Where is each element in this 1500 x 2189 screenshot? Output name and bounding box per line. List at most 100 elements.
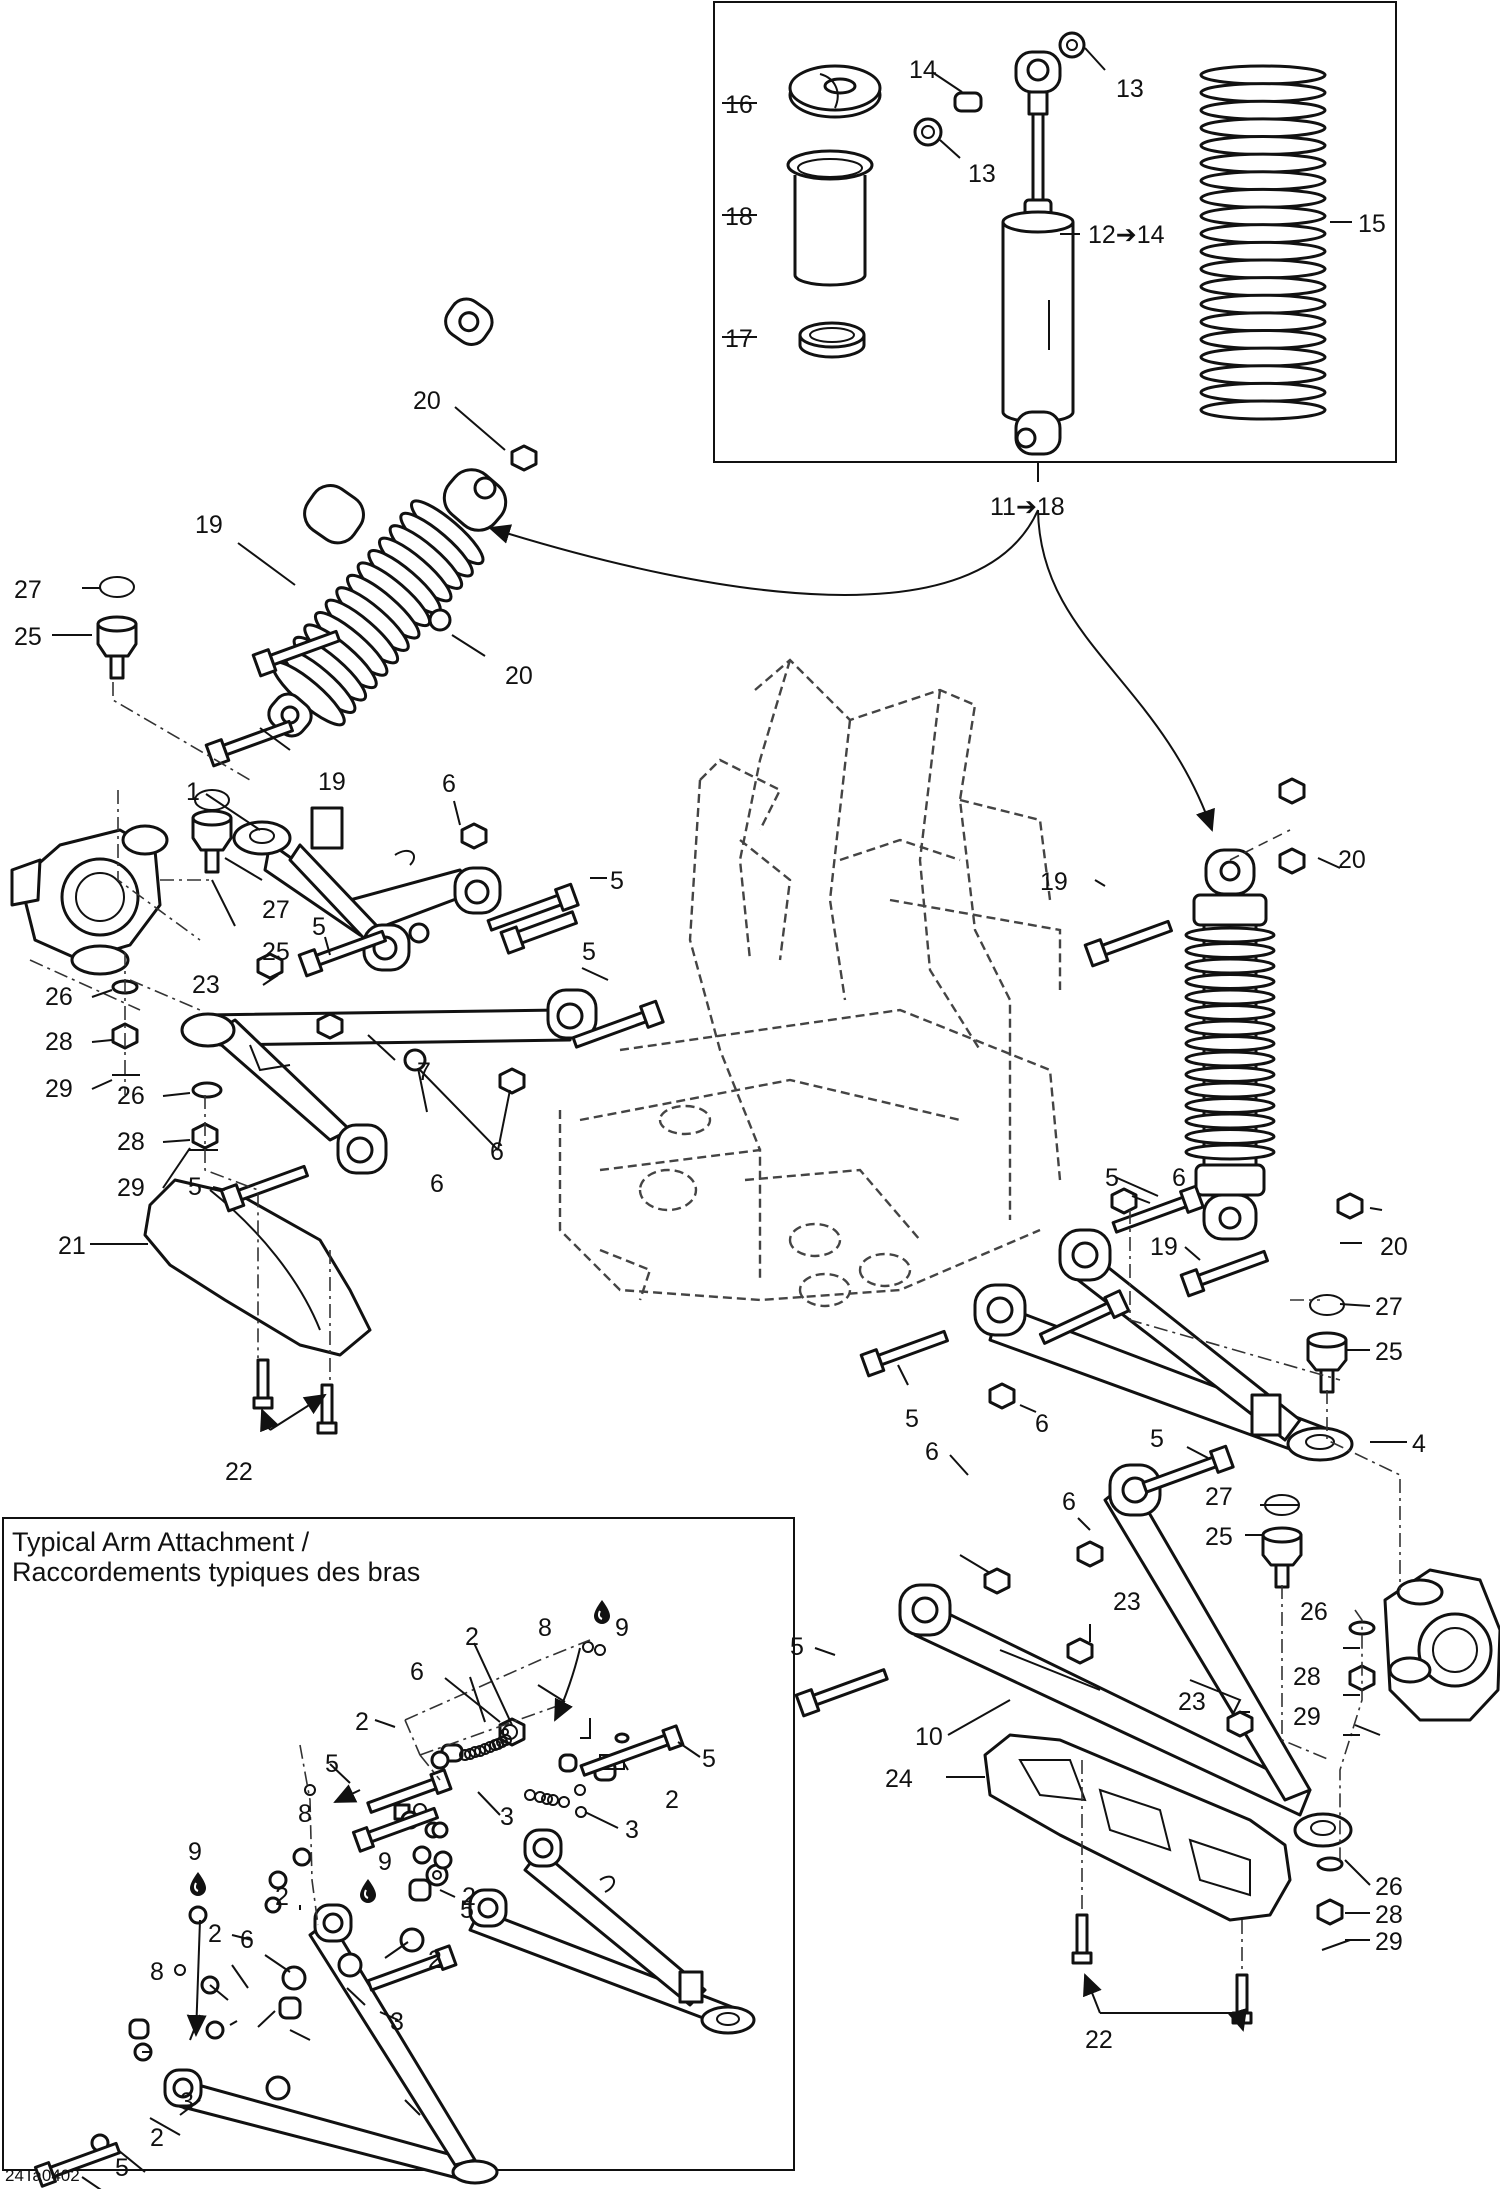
callout-26-b: 26 [117,1082,145,1110]
callout-28-d: 28 [1375,1901,1403,1929]
callout-5-f: 5 [905,1405,919,1433]
callout-27-c: 27 [1375,1293,1403,1321]
callout-16: 16 [725,91,753,119]
callout-28-b: 28 [117,1128,145,1156]
callout-10: 10 [915,1723,943,1751]
inset-callout-5-a: 5 [702,1745,716,1773]
callout-22-b: 22 [1085,2026,1113,2054]
inset-callout-5-c: 5 [460,1896,474,1924]
callout-20-d: 20 [1380,1233,1408,1261]
callout-leader-lines [52,47,1407,2189]
callout-12-14: 12➔14 [1088,221,1165,249]
callout-5-a: 5 [610,867,624,895]
inset-callout-3-a: 3 [625,1816,639,1844]
callout-6-a: 6 [442,770,456,798]
inset-callout-2-h: 2 [150,2124,164,2152]
inset-callout-2-b: 2 [355,1708,369,1736]
callout-20-a: 20 [413,387,441,415]
callout-15: 15 [1358,210,1386,238]
callout-29-a: 29 [45,1075,73,1103]
figure-code: 24Ta0402 [5,2166,80,2185]
callout-27-b: 27 [262,896,290,924]
callout-19-d: 19 [1150,1233,1178,1261]
callout-6-g: 6 [925,1438,939,1466]
right-bolts [204,629,1269,1718]
callout-29-b: 29 [117,1174,145,1202]
shock-sleeve-part [786,149,874,287]
inset-callout-5-d: 5 [115,2154,129,2182]
inset-callout-9-a: 9 [615,1614,629,1642]
front-left-shock-assembly [303,297,494,545]
inset-callout-3-c: 3 [390,2008,404,2036]
callout-23-b: 23 [1113,1588,1141,1616]
front-left-shock-body [267,468,508,738]
inset-callout-8-c: 8 [150,1958,164,1986]
callout-20-b: 20 [505,662,533,690]
callout-25-c: 25 [1375,1338,1403,1366]
right-hardware [983,847,1381,1951]
left-hardware [111,822,526,1151]
callout-26-a: 26 [45,983,73,1011]
callout-19-b: 19 [318,768,346,796]
right-skid-bolts [1071,1913,1253,2025]
callout-25-b: 25 [262,938,290,966]
callout-14: 14 [909,56,937,84]
right-knuckle-part [1383,1568,1500,1722]
ball-joint-part [96,576,233,874]
coil-spring-part [1199,64,1327,421]
inset-callout-3-d: 3 [180,2088,194,2116]
shock-absorber-part [1001,50,1075,456]
inset-callout-6-a: 6 [410,1658,424,1686]
callout-5-h: 5 [790,1633,804,1661]
vehicle-frame-phantom [558,658,1062,1308]
front-right-shock-assembly [1184,848,1276,1241]
callout-6-b: 6 [430,1170,444,1198]
callout-27-a: 27 [14,576,42,604]
inset-callout-9-b: 9 [188,1838,202,1866]
callout-25-a: 25 [14,623,42,651]
inset-callout-2-d: 2 [462,1883,476,1911]
front-right-upper-arm [973,1228,1354,1462]
right-skid-plate [983,1733,1292,1922]
inset-callout-2-a: 2 [465,1623,479,1651]
inset-callout-8-a: 8 [538,1614,552,1642]
inset-callout-2-f: 2 [428,1946,442,1974]
callout-27-d: 27 [1205,1483,1233,1511]
inset-title-line1: Typical Arm Attachment / [12,1527,310,1557]
inset-callout-2-g: 2 [208,1920,222,1948]
callout-28-c: 28 [1293,1663,1321,1691]
callout-5-d: 5 [188,1173,202,1201]
callout-26-d: 26 [1375,1873,1403,1901]
callout-19-c: 19 [1040,868,1068,896]
callout-7: 7 [417,1058,431,1086]
inset-callout-3-b: 3 [500,1803,514,1831]
callout-5-g: 5 [1150,1425,1164,1453]
callout-5-b: 5 [312,913,326,941]
callout-19-a: 19 [195,511,223,539]
callout-21: 21 [58,1232,86,1260]
callout-24: 24 [885,1765,913,1793]
callout-17: 17 [725,325,753,353]
callout-13: 13 [968,160,996,188]
left-skid-bolts [252,1358,338,1435]
inset-callout-9-c: 9 [378,1848,392,1876]
callout-29-c: 29 [1293,1703,1321,1731]
callout-labels: 16 18 17 14 13 13 12➔14 15 11➔18 20 19 2… [5,56,1426,2185]
inset-callout-2-c: 2 [665,1786,679,1814]
left-knuckle-part [10,824,169,976]
callout-22-a: 22 [225,1458,253,1486]
spring-seat-part [788,64,882,119]
callout-5-c: 5 [582,938,596,966]
inset-title-line2: Raccordements typiques des bras [12,1557,420,1587]
callout-5-e: 5 [1105,1164,1119,1192]
left-bolts [219,882,665,1213]
callout-13-top: 13 [1116,75,1144,103]
callout-6-e: 6 [1035,1410,1049,1438]
inset-callout-5-b: 5 [325,1750,339,1778]
callout-23-a: 23 [192,971,220,999]
callout-23-c: 23 [1178,1688,1206,1716]
inset-callout-8-b: 8 [298,1800,312,1828]
callout-18: 18 [725,203,753,231]
callout-1: 1 [186,778,200,806]
